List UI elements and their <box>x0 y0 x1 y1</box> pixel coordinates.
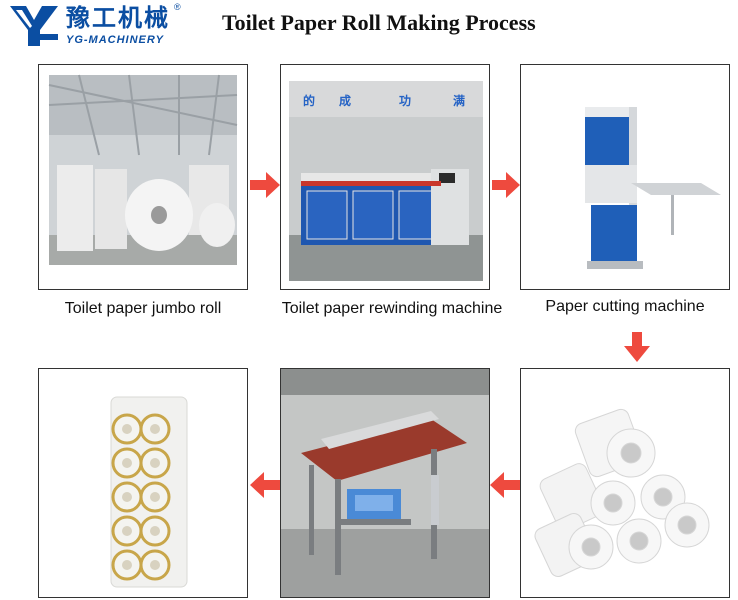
svg-text:满: 满 <box>453 93 465 108</box>
caption-jumbo-roll: Toilet paper jumbo roll <box>64 300 222 317</box>
warehouse-jumbo-rolls-illustration <box>39 65 247 289</box>
arrow-down-icon <box>624 332 650 362</box>
caption-cutting-machine: Paper cutting machine <box>545 298 705 315</box>
caption-rewinding-machine: Toilet paper rewinding machine <box>281 300 503 317</box>
yg-logo-mark-icon <box>10 6 58 46</box>
step-packing-machine-image <box>280 368 490 598</box>
arrow-left-icon <box>250 472 280 498</box>
brand-logo: 豫工机械 ® YG-MACHINERY <box>8 2 181 48</box>
toilet-paper-rolls-illustration <box>521 369 729 597</box>
step-cutting-machine-image <box>520 64 730 290</box>
logo-english-name: YG-MACHINERY <box>66 34 164 46</box>
page-title: Toilet Paper Roll Making Process <box>222 10 536 35</box>
step-jumbo-roll-image <box>38 64 248 290</box>
logo-chinese-name: 豫工机械 <box>66 4 170 32</box>
rewinding-machine-illustration: 的成功满 <box>281 65 489 289</box>
svg-text:功: 功 <box>399 93 411 108</box>
arrow-left-icon <box>490 472 520 498</box>
step-cut-rolls-image <box>520 368 730 598</box>
arrow-right-icon <box>492 172 520 198</box>
band-saw-cutting-machine-illustration <box>521 65 729 289</box>
packed-toilet-paper-illustration <box>39 369 247 597</box>
registered-mark: ® <box>174 2 181 12</box>
step-packed-rolls-image <box>38 368 248 598</box>
step-rewinding-machine-image: 的成功满 <box>280 64 490 290</box>
sealing-machine-illustration <box>281 369 489 597</box>
svg-text:的: 的 <box>303 93 315 108</box>
svg-text:成: 成 <box>339 93 351 108</box>
arrow-right-icon <box>250 172 280 198</box>
